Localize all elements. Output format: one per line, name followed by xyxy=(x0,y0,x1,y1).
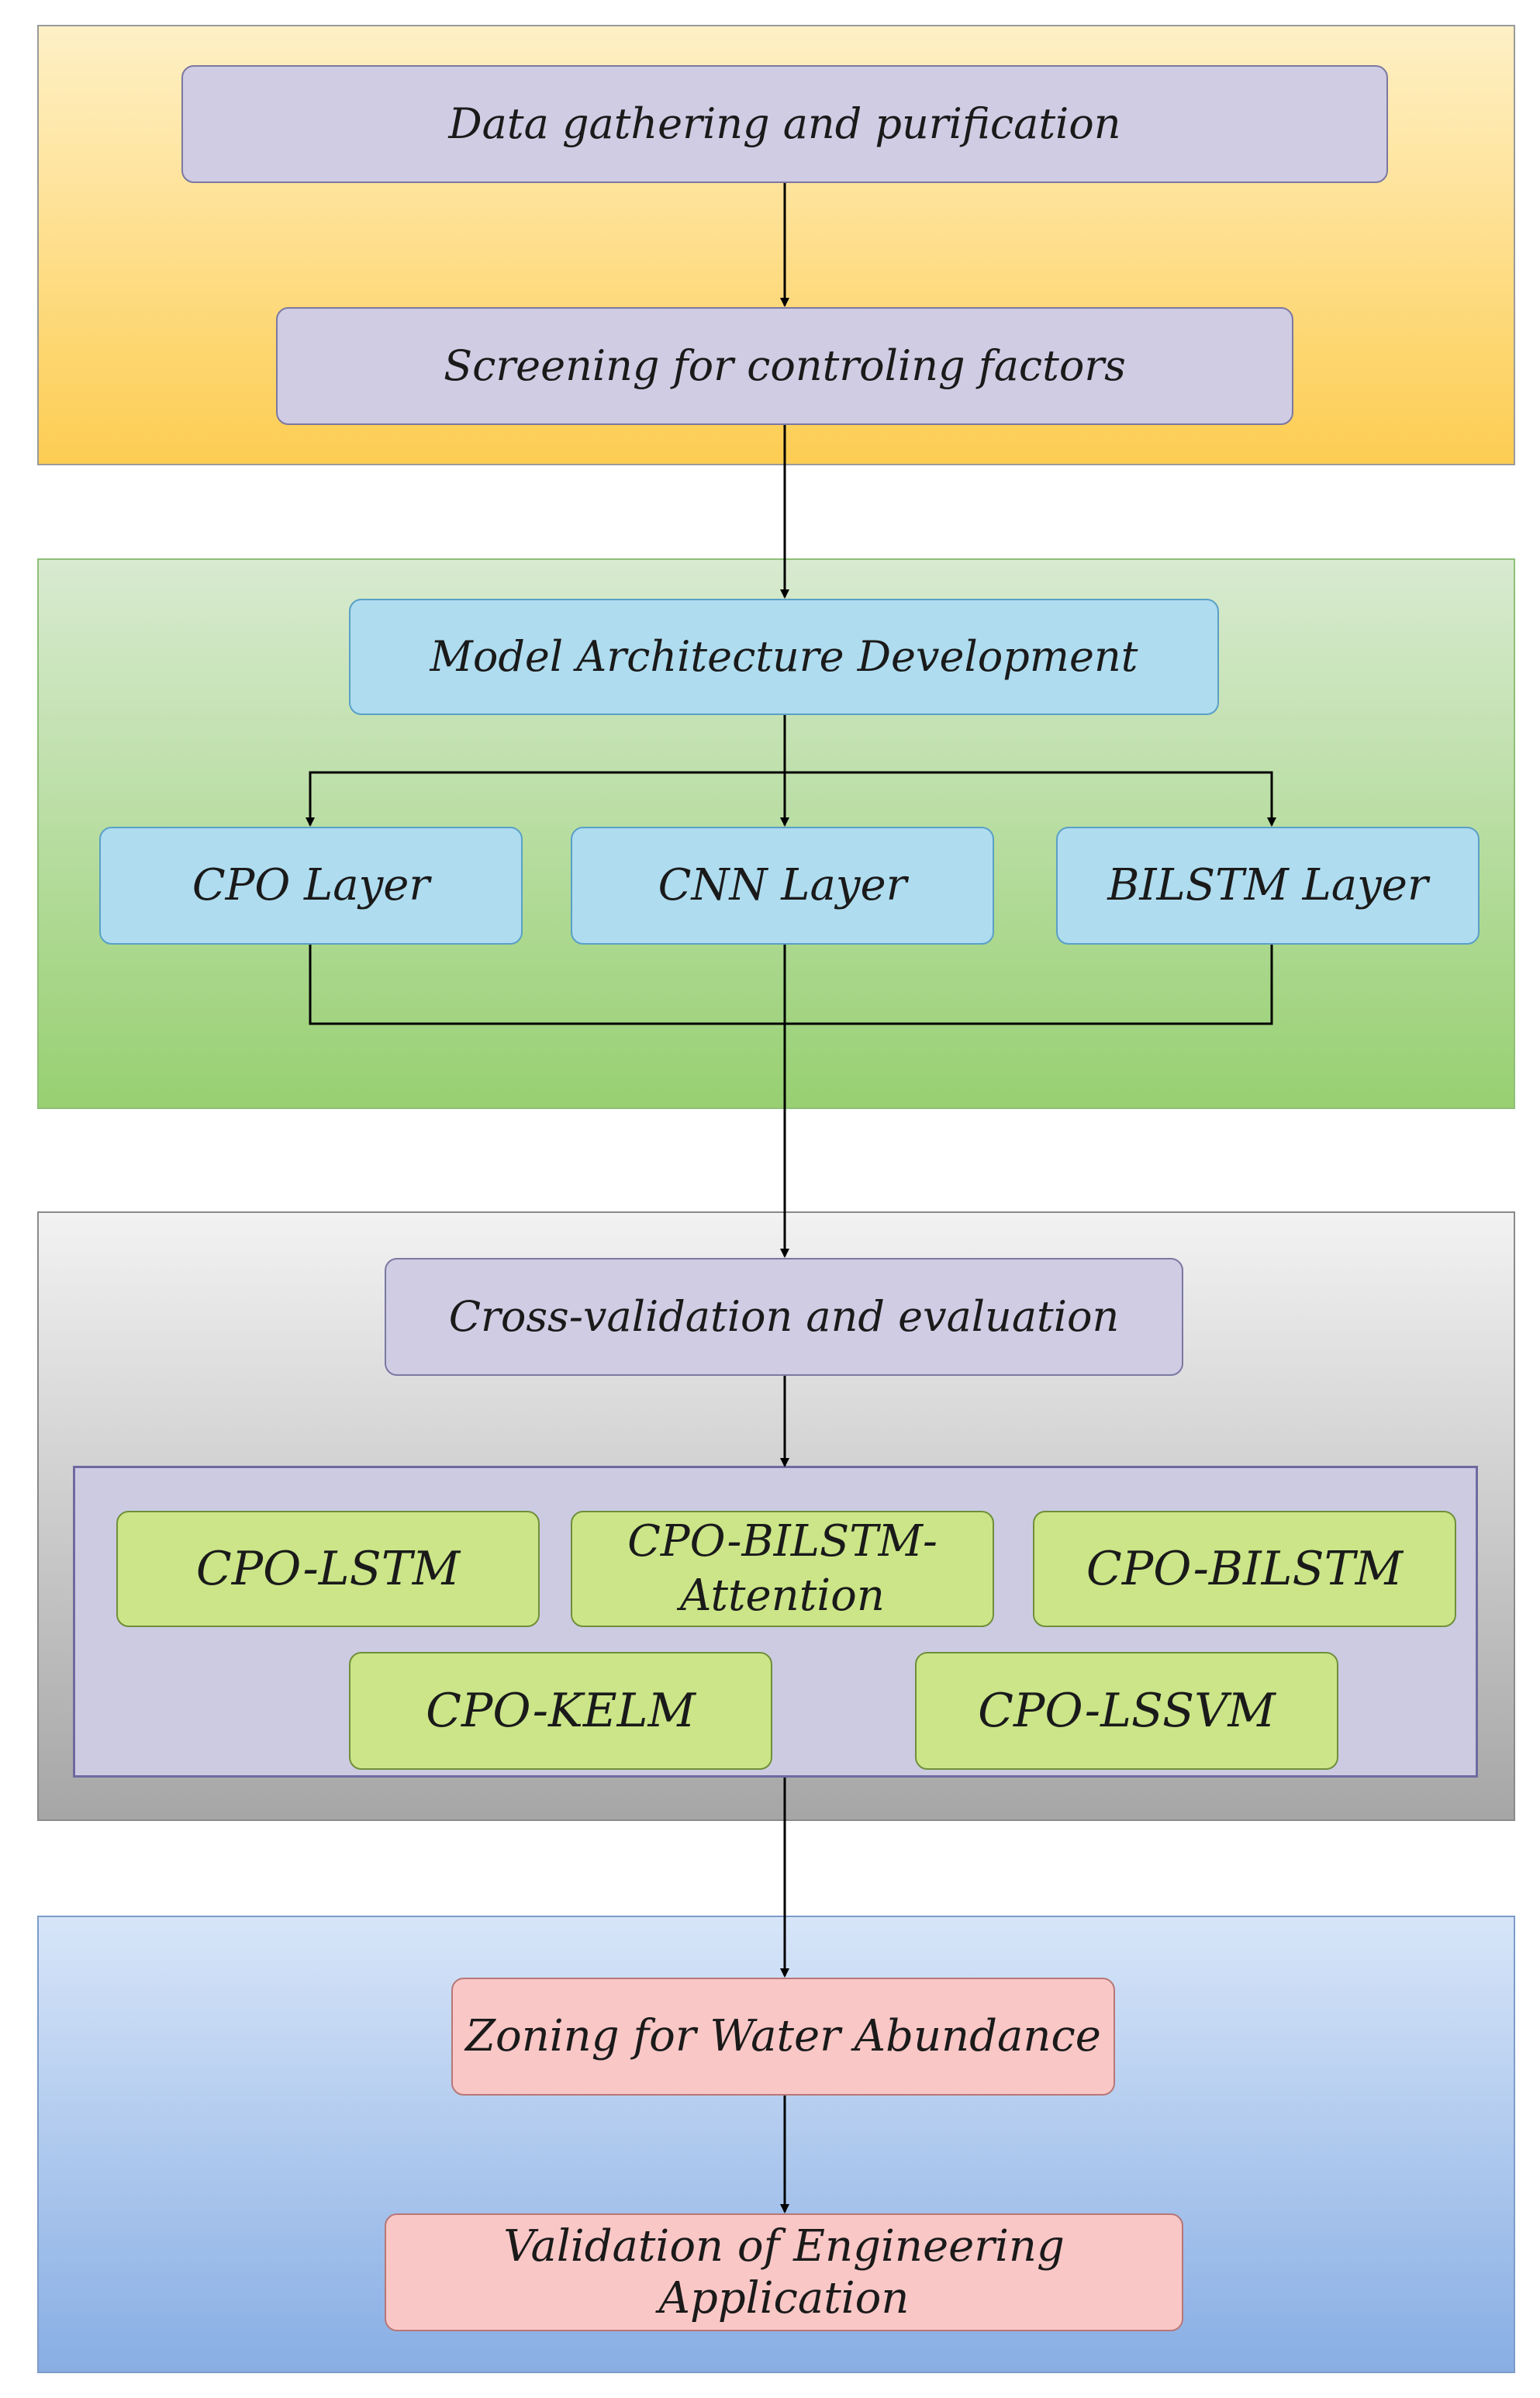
cpo-lssvm-box[interactable]: CPO-LSSVM xyxy=(915,1652,1338,1770)
cpo-lstm-box[interactable]: CPO-LSTM xyxy=(116,1511,540,1627)
cpo-kelm-box[interactable]: CPO-KELM xyxy=(349,1652,772,1770)
screening-box[interactable]: Screening for controling factors xyxy=(276,307,1293,425)
cpo-layer-box[interactable]: CPO Layer xyxy=(99,827,523,945)
cnn-layer-box[interactable]: CNN Layer xyxy=(571,827,994,945)
validation-box[interactable]: Validation of Engineering Application xyxy=(385,2213,1183,2331)
bilstm-layer-box[interactable]: BILSTM Layer xyxy=(1056,827,1480,945)
zoning-box[interactable]: Zoning for Water Abundance xyxy=(451,1978,1115,2096)
merge-line xyxy=(309,945,1273,1025)
branch-line xyxy=(309,771,1273,825)
cross-validation-box[interactable]: Cross-validation and evaluation xyxy=(385,1258,1183,1376)
cpo-bilstm-attention-box[interactable]: CPO-BILSTM- Attention xyxy=(571,1511,994,1627)
model-architecture-box[interactable]: Model Architecture Development xyxy=(349,599,1219,715)
cpo-bilstm-box[interactable]: CPO-BILSTM xyxy=(1033,1511,1456,1627)
data-gathering-box[interactable]: Data gathering and purification xyxy=(181,65,1388,183)
